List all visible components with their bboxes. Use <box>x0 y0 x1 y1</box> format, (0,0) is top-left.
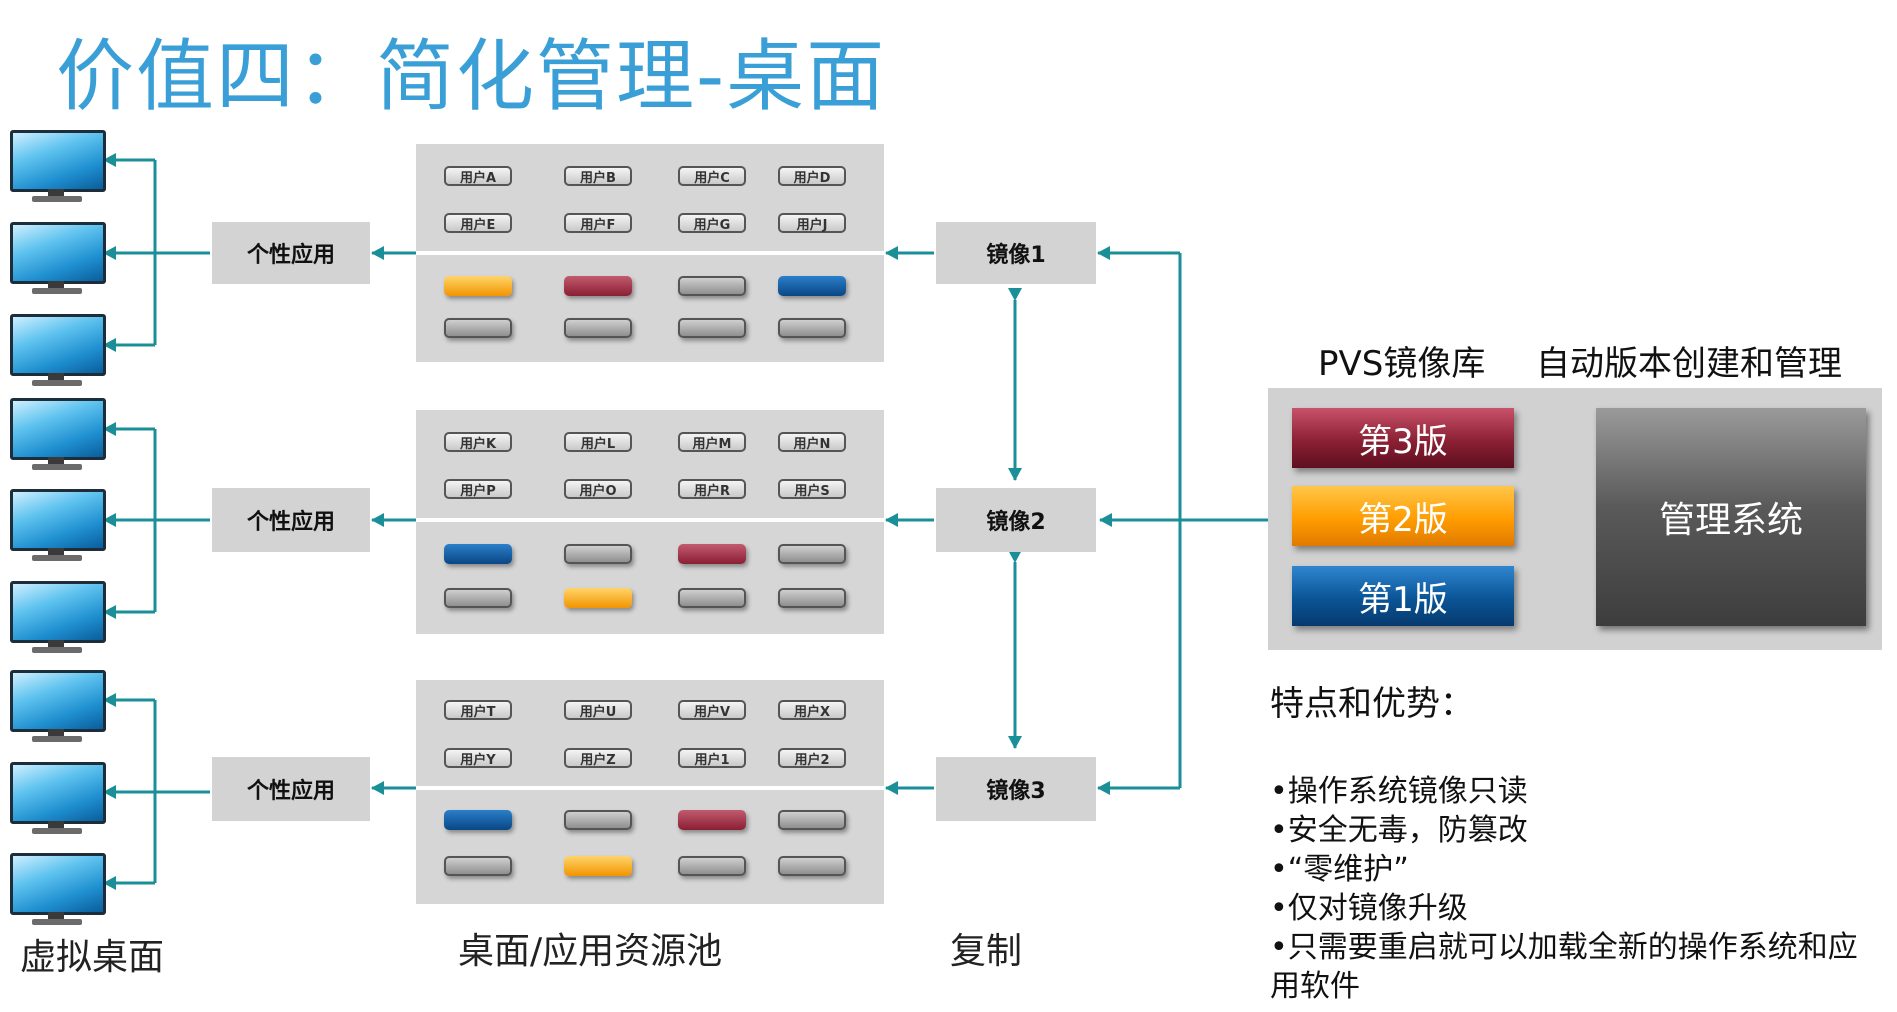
app-pill <box>778 588 846 608</box>
user-chip: 用户K <box>444 432 512 452</box>
resource-pool: 用户A 用户B 用户C 用户D 用户E 用户F 用户G 用户J <box>416 144 884 362</box>
image-box-1: 镜像1 <box>936 222 1096 284</box>
user-chip: 用户D <box>778 166 846 186</box>
monitor-icon <box>10 314 106 386</box>
user-chip: 用户S <box>778 479 846 499</box>
features-list: •操作系统镜像只读 •安全无毒，防篡改 •“零维护” •仅对镜像升级 •只需要重… <box>1270 772 1880 1006</box>
app-pill <box>678 544 746 564</box>
app-pill <box>564 544 632 564</box>
version-2-bar: 第2版 <box>1292 486 1514 546</box>
image-box-3: 镜像3 <box>936 757 1096 821</box>
app-pill <box>564 810 632 830</box>
app-pill <box>778 856 846 876</box>
resource-pool-caption: 桌面/应用资源池 <box>458 931 723 972</box>
app-pill <box>778 276 846 296</box>
user-chip: 用户G <box>678 213 746 233</box>
user-chip: 用户2 <box>778 748 846 768</box>
monitor-icon <box>10 670 106 742</box>
app-pill <box>778 544 846 564</box>
app-pill <box>564 276 632 296</box>
user-chip: 用户T <box>444 700 512 720</box>
app-pill <box>444 544 512 564</box>
app-pill <box>444 318 512 338</box>
user-chip: 用户U <box>564 700 632 720</box>
app-pill <box>564 856 632 876</box>
management-system-box: 管理系统 <box>1596 408 1866 626</box>
version-1-bar: 第1版 <box>1292 566 1514 626</box>
user-chip: 用户J <box>778 213 846 233</box>
user-chip: 用户N <box>778 432 846 452</box>
user-chip: 用户1 <box>678 748 746 768</box>
user-chip: 用户P <box>444 479 512 499</box>
feature-item: •安全无毒，防篡改 <box>1270 813 1528 848</box>
monitor-icon <box>10 398 106 470</box>
user-chip: 用户E <box>444 213 512 233</box>
personal-app-box: 个性应用 <box>212 757 370 821</box>
monitor-icon <box>10 581 106 653</box>
personal-app-box: 个性应用 <box>212 222 370 284</box>
image-box-2: 镜像2 <box>936 488 1096 552</box>
app-pill <box>778 810 846 830</box>
user-chip: 用户A <box>444 166 512 186</box>
pool-divider <box>416 251 884 255</box>
pvs-panel: 第3版 第2版 第1版 管理系统 <box>1268 388 1882 650</box>
resource-pool: 用户K 用户L 用户M 用户N 用户P 用户O 用户R 用户S <box>416 410 884 634</box>
user-chip: 用户L <box>564 432 632 452</box>
user-chip: 用户F <box>564 213 632 233</box>
monitor-icon <box>10 853 106 925</box>
page-title: 价值四：简化管理-桌面 <box>56 32 887 122</box>
app-pill <box>444 856 512 876</box>
virtual-desktop-caption: 虚拟桌面 <box>20 937 165 978</box>
monitor-icon <box>10 762 106 834</box>
pool-divider <box>416 786 884 790</box>
user-chip: 用户X <box>778 700 846 720</box>
replicate-caption: 复制 <box>950 931 1023 972</box>
app-pill <box>564 588 632 608</box>
app-pill <box>444 276 512 296</box>
app-pill <box>778 318 846 338</box>
app-pill <box>444 810 512 830</box>
app-pill <box>678 588 746 608</box>
user-chip: 用户B <box>564 166 632 186</box>
version-3-bar: 第3版 <box>1292 408 1514 468</box>
user-chip: 用户R <box>678 479 746 499</box>
user-chip: 用户V <box>678 700 746 720</box>
user-chip: 用户Z <box>564 748 632 768</box>
app-pill <box>678 276 746 296</box>
features-heading: 特点和优势： <box>1270 684 1474 724</box>
auto-version-label: 自动版本创建和管理 <box>1536 344 1842 384</box>
app-pill <box>678 810 746 830</box>
monitor-icon <box>10 489 106 561</box>
app-pill <box>678 856 746 876</box>
resource-pool: 用户T 用户U 用户V 用户X 用户Y 用户Z 用户1 用户2 <box>416 680 884 904</box>
app-pill <box>444 588 512 608</box>
app-pill <box>564 318 632 338</box>
feature-item: •操作系统镜像只读 <box>1270 774 1528 809</box>
feature-item: •只需要重启就可以加载全新的操作系统和应用软件 <box>1270 930 1858 1004</box>
monitor-icon <box>10 130 106 202</box>
user-chip: 用户M <box>678 432 746 452</box>
personal-app-box: 个性应用 <box>212 488 370 552</box>
user-chip: 用户Y <box>444 748 512 768</box>
pool-divider <box>416 518 884 522</box>
app-pill <box>678 318 746 338</box>
feature-item: •仅对镜像升级 <box>1270 891 1468 926</box>
user-chip: 用户C <box>678 166 746 186</box>
monitor-icon <box>10 222 106 294</box>
pvs-library-label: PVS镜像库 <box>1318 344 1486 384</box>
user-chip: 用户O <box>564 479 632 499</box>
feature-item: •“零维护” <box>1270 852 1409 887</box>
